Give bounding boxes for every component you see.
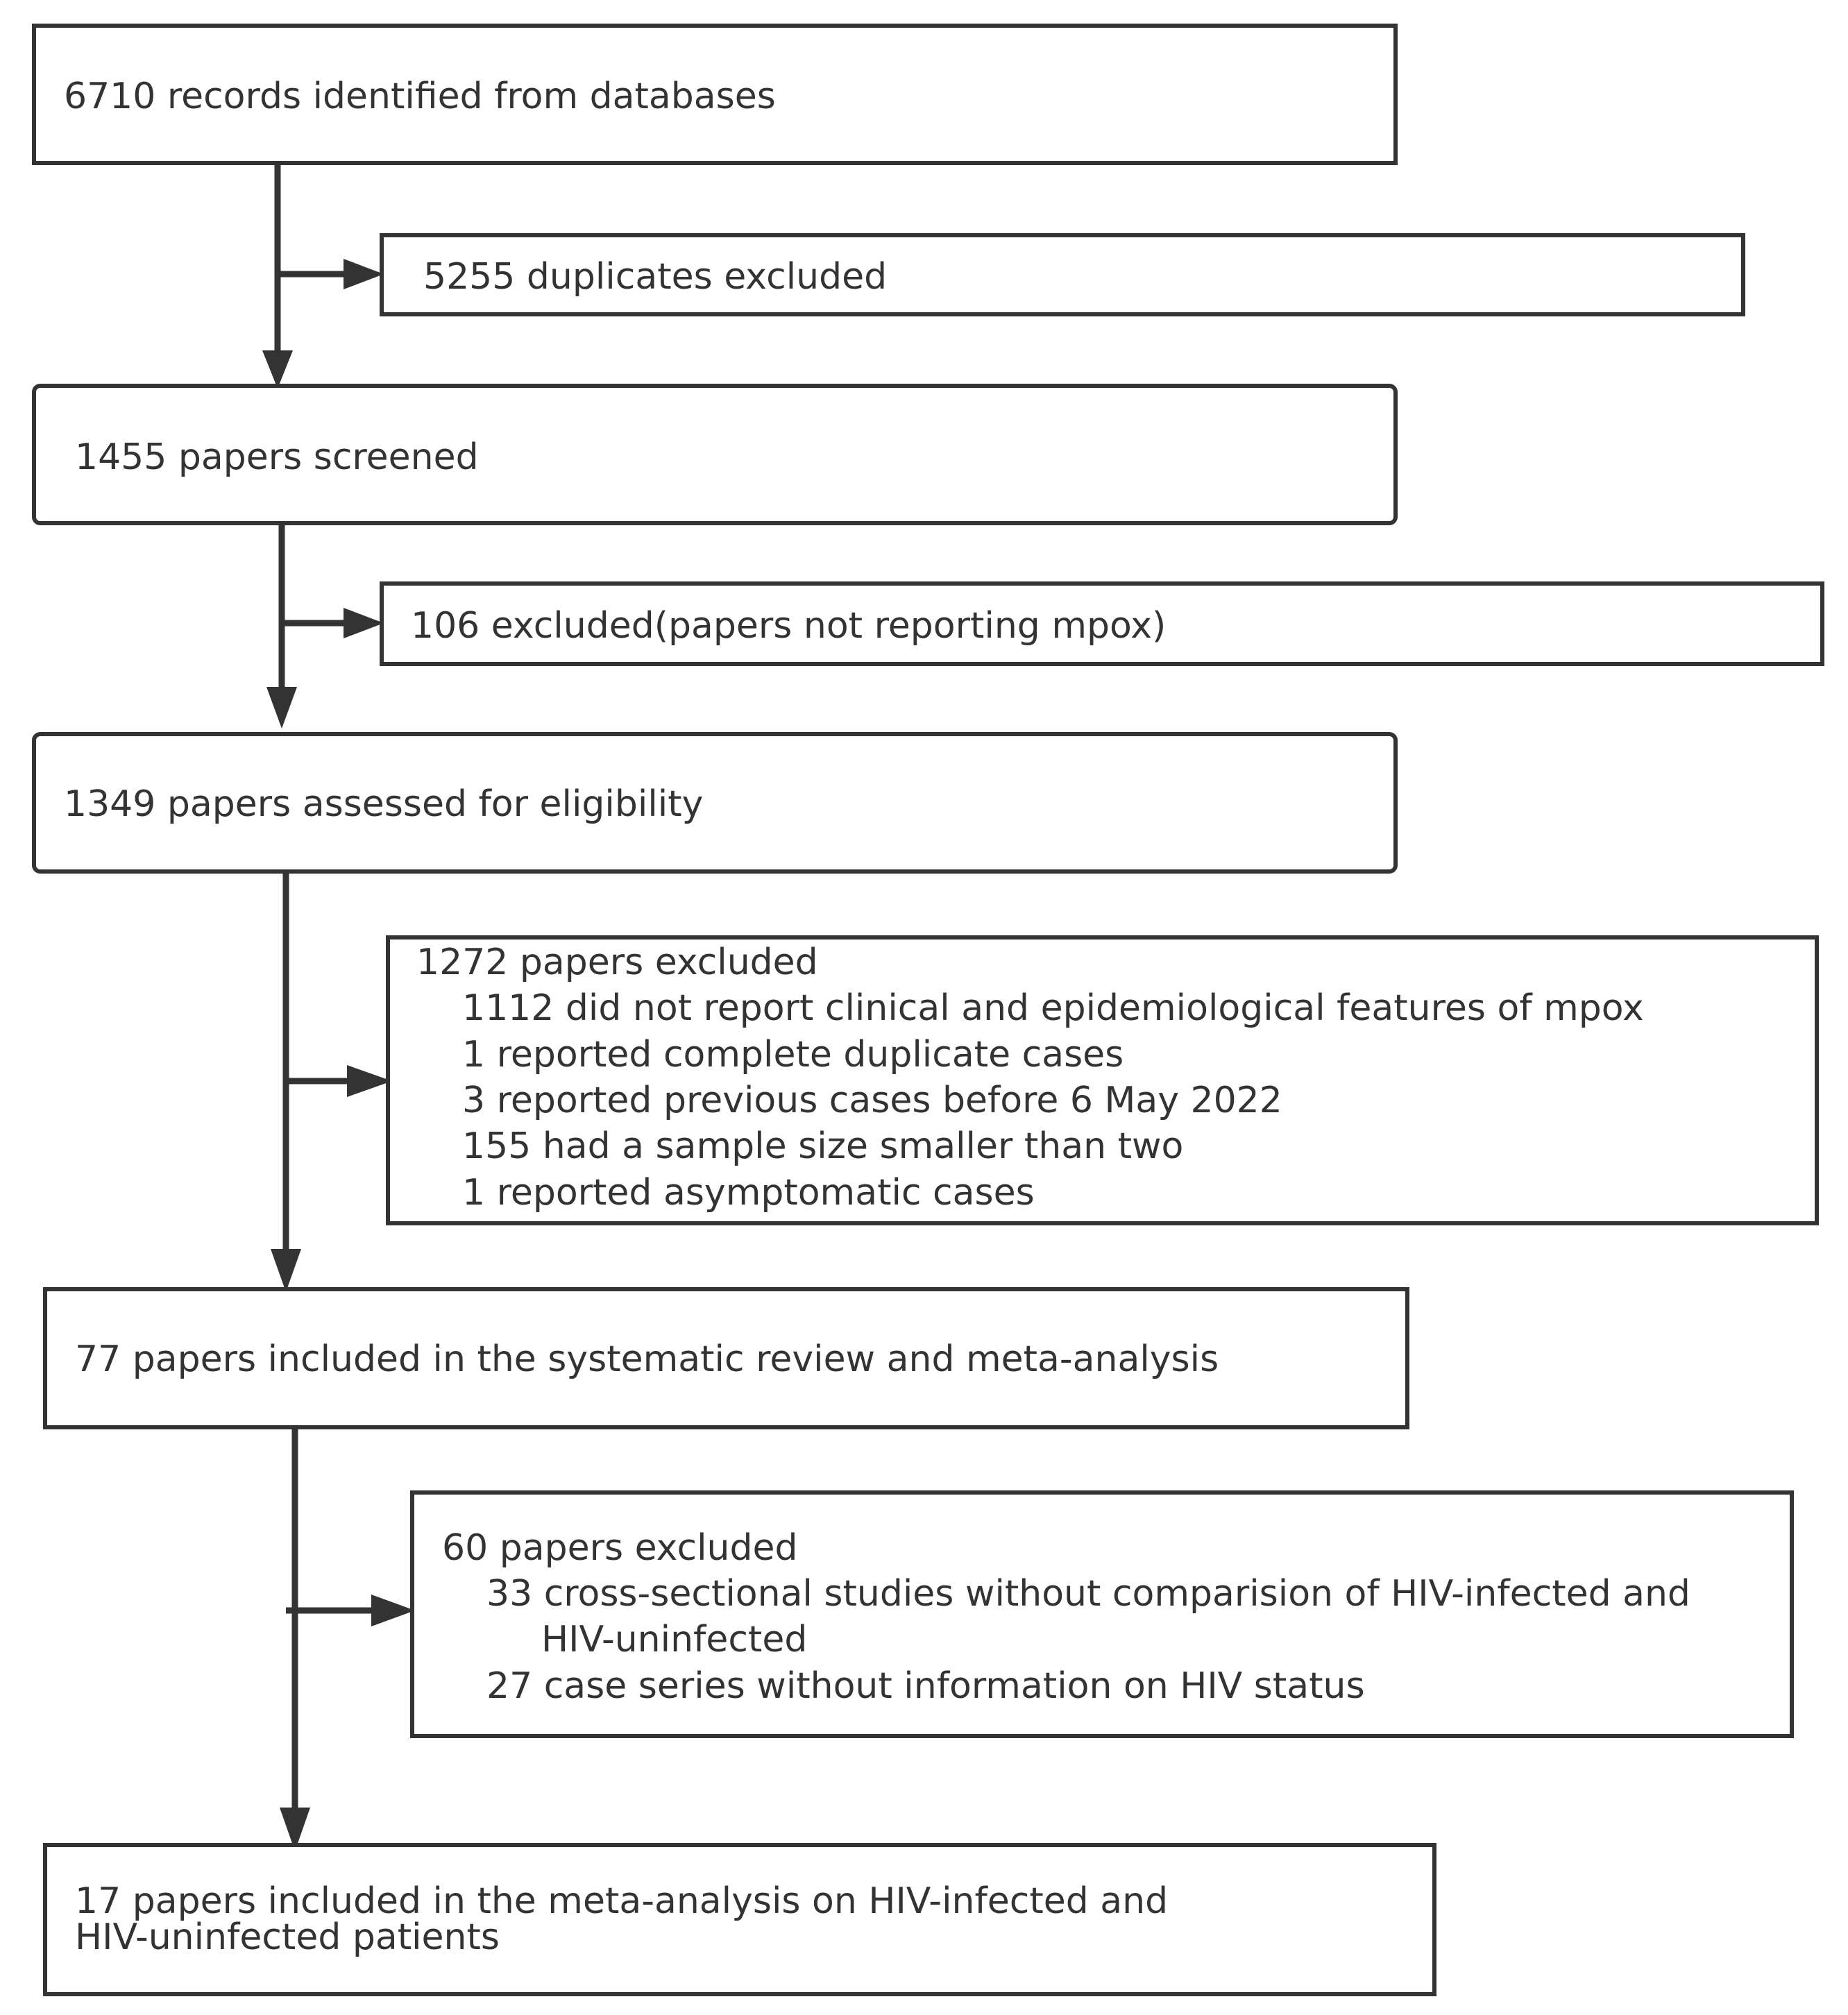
screen-excluded-text: 106 excluded(papers not reporting mpox) [411, 605, 1167, 647]
included-meta-text-continued: HIV-uninfected patients [75, 1916, 500, 1958]
arrowhead-down-icon [262, 350, 293, 389]
review-excluded-reason-continued: HIV-uninfected [541, 1619, 808, 1660]
arrowhead-right-icon [344, 608, 384, 638]
included-meta-text: 17 papers included in the meta-analysis … [75, 1880, 1169, 1922]
screen-excluded-box [380, 581, 1824, 666]
included-review-text: 77 papers included in the systematic rev… [75, 1338, 1219, 1380]
eligibility-excluded-box [386, 935, 1819, 1225]
eligibility-reason: 1 reported asymptomatic cases [462, 1172, 1035, 1214]
assessed-eligibility-box [32, 732, 1398, 874]
records-identified-box [32, 24, 1398, 165]
arrowhead-down-icon [266, 687, 297, 729]
records-identified-text: 6710 records identified from databases [64, 76, 776, 117]
eligibility-reason: 3 reported previous cases before 6 May 2… [462, 1080, 1282, 1121]
duplicates-excluded-text: 5255 duplicates excluded [423, 256, 888, 298]
arrowhead-right-icon [371, 1595, 415, 1626]
eligibility-reason: 1 reported complete duplicate cases [462, 1034, 1124, 1075]
eligibility-excluded-heading: 1272 papers excluded [416, 942, 818, 983]
review-excluded-heading: 60 papers excluded [442, 1527, 798, 1569]
duplicates-excluded-box [380, 233, 1745, 316]
review-excluded-reason: 33 cross-sectional studies without compa… [486, 1573, 1690, 1615]
eligibility-reason: 1112 did not report clinical and epidemi… [462, 987, 1644, 1029]
papers-screened-box [32, 384, 1398, 525]
assessed-eligibility-text: 1349 papers assessed for eligibility [64, 783, 704, 825]
arrowhead-right-icon [344, 259, 384, 289]
review-excluded-reason: 27 case series without information on HI… [486, 1665, 1365, 1707]
included-meta-box [43, 1843, 1436, 1996]
arrowhead-down-icon [280, 1808, 310, 1851]
arrowhead-right-icon [347, 1065, 392, 1097]
eligibility-reason: 155 had a sample size smaller than two [462, 1125, 1184, 1167]
review-excluded-box [410, 1490, 1794, 1738]
included-review-box [43, 1287, 1409, 1429]
papers-screened-text: 1455 papers screened [75, 436, 479, 478]
arrowhead-down-icon [271, 1249, 301, 1292]
